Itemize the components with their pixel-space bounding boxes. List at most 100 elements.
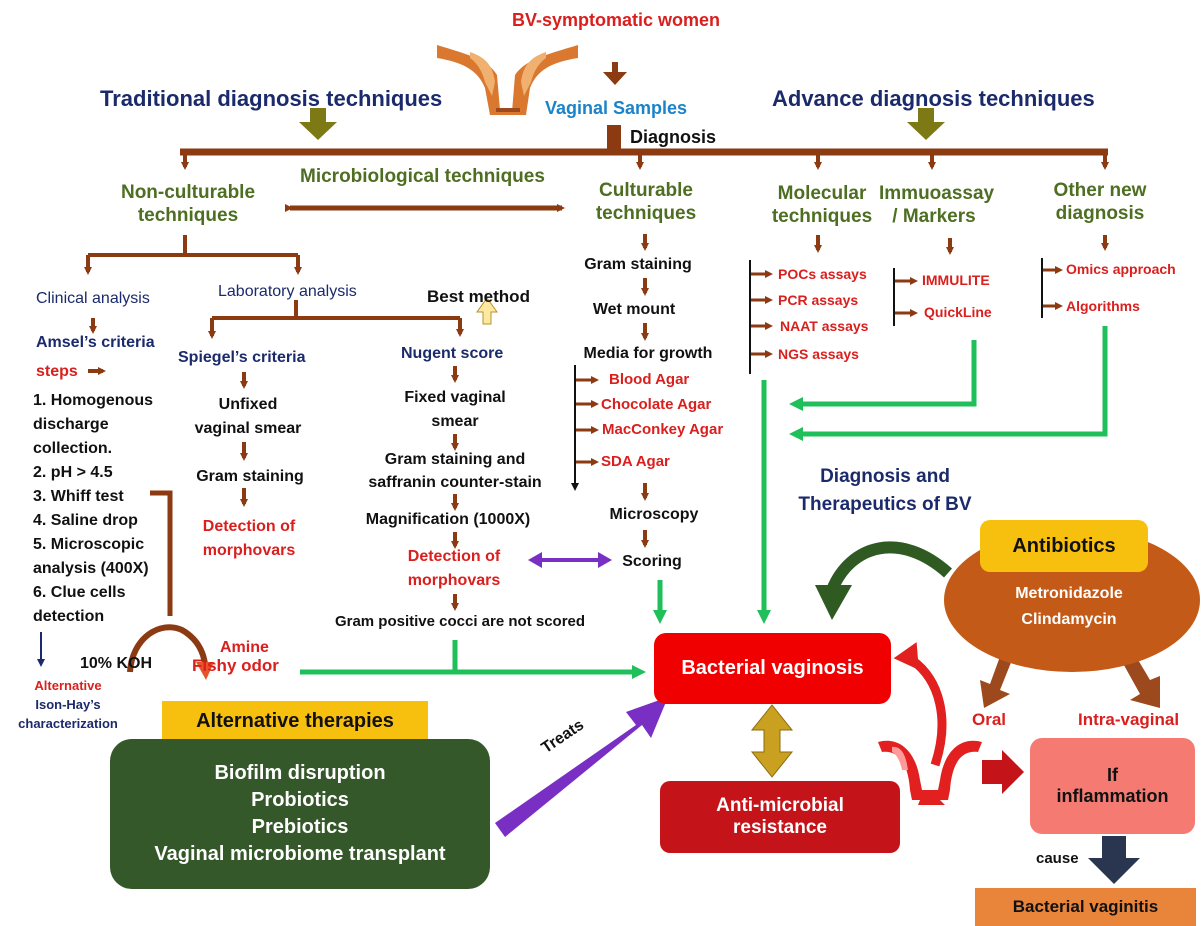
agar-item: MacConkey Agar [602, 421, 724, 438]
cause-label: cause [1036, 850, 1079, 867]
cause-arrow [1088, 836, 1140, 884]
amsel-step: detection [33, 608, 105, 625]
spiegel-criteria-label: Spiegel’s criteria [178, 349, 306, 366]
koh-curved-arrow [127, 624, 208, 673]
intra-vaginal-route-label: Intra-vaginal [1078, 710, 1180, 729]
antimicrobial-resistance-box: Anti-microbial resistance [660, 781, 900, 853]
gold-double-arrow [750, 704, 794, 778]
nugent-step-stain: Gram staining and [384, 451, 526, 468]
nugent-detection: Detection of [407, 548, 501, 565]
agar-item: Chocolate Agar [601, 396, 712, 413]
other-item: Algorithms [1066, 298, 1140, 314]
spiegel-step-gram: Gram staining [196, 468, 304, 485]
molecular-item: PCR assays [778, 292, 859, 308]
characterization-label: characterization [18, 716, 118, 731]
amsel-step: 2. pH > 4.5 [33, 464, 113, 481]
amsel-step: discharge [33, 416, 109, 433]
amsel-step: 4. Saline drop [33, 512, 138, 529]
patient-label: BV-symptomatic women [511, 10, 721, 30]
alternative-therapy-item: Prebiotics [251, 816, 349, 838]
bacterial-vaginitis-box: Bacterial vaginitis [975, 888, 1196, 926]
nugent-step-fixed: Fixed vaginal [404, 389, 506, 406]
alternative-therapy-item: Probiotics [251, 789, 349, 811]
amine-label: Amine [220, 639, 269, 656]
advance-heading: Advance diagnosis techniques [772, 86, 1095, 111]
alternative-therapies-box: Biofilm disruption Probiotics Prebiotics… [110, 739, 490, 889]
steps-label: steps [36, 363, 78, 380]
oral-route-label: Oral [972, 710, 1007, 729]
traditional-heading: Traditional diagnosis techniques [100, 86, 443, 111]
black-brackets [37, 258, 1043, 667]
laboratory-analysis-label: Laboratory analysis [218, 283, 357, 300]
drug-name: Metronidazole [1015, 585, 1123, 602]
therapeutics-title: Therapeutics of BV [798, 494, 972, 515]
spiegel-detection: Detection of [202, 518, 296, 535]
koh-label: 10% KOH [80, 655, 153, 672]
culturable-step-wet: Wet mount [592, 301, 676, 318]
best-method-arrow [476, 297, 498, 325]
immuno-item: IMMULITE [922, 272, 990, 288]
ison-hay-label: Ison-Hay’s [35, 697, 101, 712]
culturable-step-gram: Gram staining [584, 256, 692, 273]
other-new-heading: Other new diagnosis [1053, 180, 1147, 224]
nugent-detection: morphovars [407, 572, 501, 589]
spiegel-detection: morphovars [202, 542, 296, 559]
alternative-therapies-label: Alternative therapies [162, 701, 428, 742]
alternative-label: Alternative [34, 678, 102, 693]
therapeutics-title: Diagnosis and [820, 466, 950, 487]
best-method-label: Best method [427, 287, 530, 306]
agar-item: Blood Agar [609, 371, 690, 388]
nugent-step-stain: saffranin counter-stain [368, 474, 542, 491]
amsel-criteria-label: Amsel’s criteria [36, 334, 155, 351]
agar-item: SDA Agar [601, 453, 670, 470]
culturable-step-scoring: Scoring [622, 553, 682, 570]
nugent-step-magnification: Magnification (1000X) [365, 511, 531, 528]
uterus-illustration [437, 45, 578, 115]
fishy-odor-label: Fishy odor [192, 656, 279, 675]
microbiological-heading: Microbiological techniques [300, 166, 545, 187]
spiegel-step-unfixed: vaginal smear [194, 420, 302, 437]
inflammation-line: inflammation [1056, 786, 1169, 806]
diagnosis-tree [84, 125, 1109, 616]
molecular-item: NAAT assays [780, 318, 869, 334]
inflammation-line: If [1107, 765, 1118, 785]
amsel-step: 1. Homogenous [33, 392, 154, 409]
spiegel-step-unfixed: Unfixed [218, 396, 278, 413]
treats-arrow [495, 697, 668, 837]
amr-line: Anti-microbial [716, 795, 844, 816]
resistance-curved-arrow [909, 656, 947, 767]
cocci-note: Gram positive cocci are not scored [334, 613, 586, 630]
antibiotics-loop-arrow [826, 541, 953, 593]
antibiotics-label: Antibiotics [980, 520, 1148, 572]
clinical-analysis-label: Clinical analysis [36, 290, 150, 307]
samples-label: Vaginal Samples [544, 98, 688, 118]
amsel-step: 5. Microscopic [33, 536, 145, 553]
molecular-item: POCs assays [778, 266, 867, 282]
culturable-step-media: Media for growth [583, 345, 713, 362]
non-culturable-heading: Non-culturable techniques [120, 182, 256, 226]
molecular-item: NGS assays [778, 346, 859, 362]
molecular-heading: Molecular techniques [771, 183, 873, 227]
bacterial-vaginosis-box: Bacterial vaginosis [654, 633, 891, 704]
nugent-score-label: Nugent score [401, 345, 504, 362]
green-flows [300, 326, 1108, 679]
alternative-therapy-item: Vaginal microbiome transplant [154, 843, 446, 865]
nugent-step-fixed: smear [431, 413, 479, 430]
inflammation-box: If inflammation [1030, 738, 1195, 834]
alternative-therapy-item: Biofilm disruption [214, 762, 386, 784]
amsel-step: 3. Whiff test [33, 488, 124, 505]
culturable-step-microscopy: Microscopy [609, 506, 699, 523]
immunoassay-heading: Immuoassay / Markers [879, 183, 995, 227]
immuno-item: QuickLine [924, 304, 992, 320]
other-item: Omics approach [1066, 261, 1176, 277]
to-inflammation-arrow [982, 750, 1024, 794]
culturable-heading: Culturable techniques [595, 180, 697, 224]
drug-name: Clindamycin [1021, 611, 1117, 628]
diagnosis-label: Diagnosis [630, 127, 717, 147]
purple-double-arrow [528, 552, 612, 568]
top-arrows [299, 62, 945, 140]
amsel-step: analysis (400X) [33, 560, 149, 577]
amr-line: resistance [732, 817, 827, 838]
amsel-step: 6. Clue cells [33, 584, 126, 601]
red-uterus-illustration [878, 740, 982, 805]
